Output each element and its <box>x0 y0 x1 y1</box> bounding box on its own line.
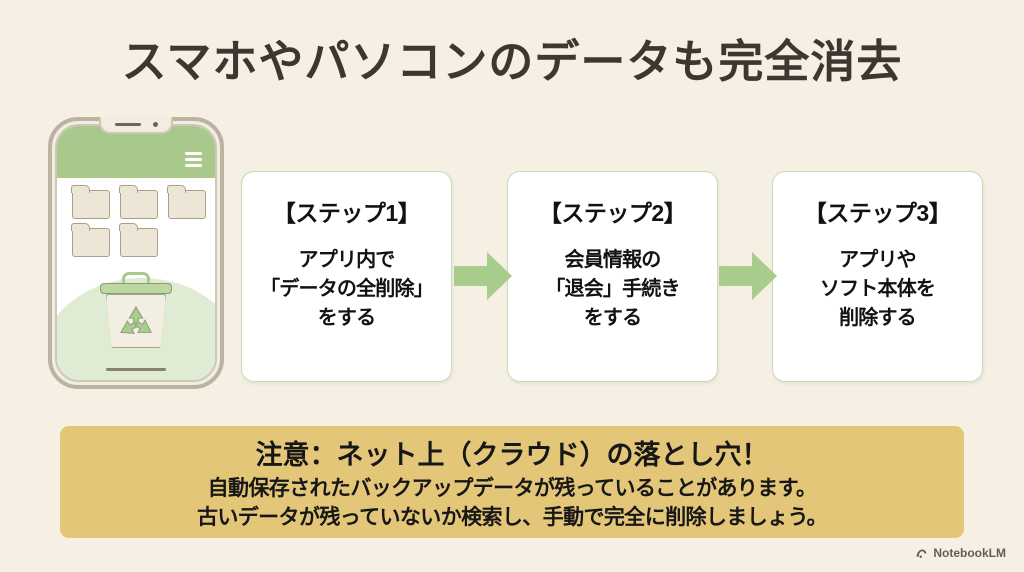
page-title: スマホやパソコンのデータも完全消去 <box>121 36 903 87</box>
step-card-1-heading: 【ステップ1】 <box>272 200 421 226</box>
home-indicator <box>106 367 166 371</box>
folder-icon <box>71 185 110 219</box>
warning-heading: 注意：ネット上（クラウド）の落とし穴！ <box>255 440 769 470</box>
arrow-right-icon-2 <box>719 252 777 300</box>
folder-row <box>71 223 206 257</box>
step-card-1: 【ステップ1】 アプリ内で 「データの全削除」 をする <box>241 171 452 382</box>
camera-dot <box>153 122 158 127</box>
step-card-1-body: アプリ内で 「データの全削除」 をする <box>260 249 434 329</box>
warning-line-1: 自動保存されたバックアップデータが残っていることがあります。 <box>207 477 817 500</box>
warning-line-2: 古いデータが残っていないか検索し、手動で完全に削除しましょう。 <box>196 506 828 529</box>
recycle-bin-icon <box>100 272 172 350</box>
step-card-2-heading: 【ステップ2】 <box>538 200 687 226</box>
step-card-3-heading: 【ステップ3】 <box>803 200 952 226</box>
step-card-2-body: 会員情報の 「退会」手続き をする <box>545 249 680 329</box>
folder-row <box>71 185 206 219</box>
folder-grid <box>71 185 206 266</box>
folder-icon <box>167 185 206 219</box>
arrow-right-icon-1 <box>454 252 512 300</box>
hamburger-icon <box>185 152 202 167</box>
recycle-symbol-icon <box>120 305 152 334</box>
folder-icon <box>119 223 158 257</box>
folder-icon <box>71 223 110 257</box>
notebooklm-watermark: NotebookLM <box>915 546 1006 560</box>
phone-notch <box>99 117 173 134</box>
watermark-label: NotebookLM <box>933 546 1006 560</box>
folder-icon <box>119 185 158 219</box>
smartphone-illustration <box>48 117 224 389</box>
bin-handle <box>122 272 150 285</box>
step-card-3-body: アプリや ソフト本体を 削除する <box>819 249 936 329</box>
notebooklm-logo-icon <box>916 548 927 558</box>
speaker-slot <box>115 123 141 126</box>
warning-box: 注意：ネット上（クラウド）の落とし穴！ 自動保存されたバックアップデータが残って… <box>60 426 964 538</box>
bin-lid <box>100 283 172 294</box>
phone-screen <box>55 124 217 382</box>
step-card-3: 【ステップ3】 アプリや ソフト本体を 削除する <box>772 171 983 382</box>
step-card-2: 【ステップ2】 会員情報の 「退会」手続き をする <box>507 171 718 382</box>
